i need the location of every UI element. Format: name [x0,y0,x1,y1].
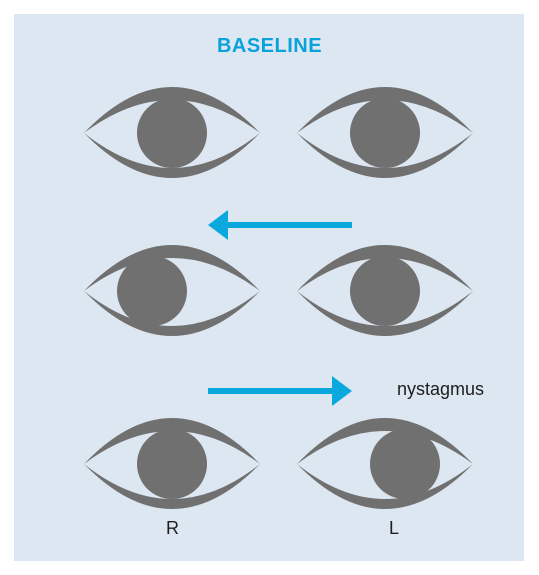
annotation-nystagmus: nystagmus [397,379,484,400]
right-eye-baseline [84,87,260,178]
pupil [137,429,207,499]
left-eye-deviated [297,245,473,336]
left-eye-baseline [297,87,473,178]
right-eye-deviated [84,245,260,336]
right-eye-corrective [84,418,260,509]
pupil [137,98,207,168]
left-eye-corrective [297,418,473,509]
label-right-eye: R [166,518,179,539]
pupil [350,98,420,168]
pupil [117,256,187,326]
slow-drift-arrow [208,210,352,240]
label-left-eye: L [389,518,399,539]
pupil [350,256,420,326]
pupil [370,429,440,499]
nystagmus-arrow [208,376,352,406]
